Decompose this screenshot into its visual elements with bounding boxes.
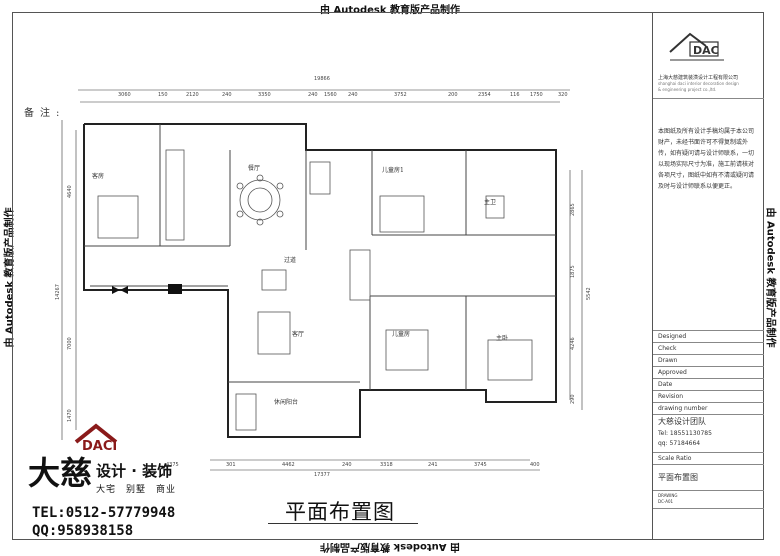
dim-left-1: 4640 [67,185,73,198]
logo-brand-text: 设计 · 装饰 [96,462,173,480]
dim-bottom-5: 3318 [380,462,393,468]
floor-plan: 客房 餐厅 儿童房1 主卫 过道 客厅 儿童房 主卧 休闲阳台 19866 30… [55,76,592,478]
dac-logo-icon: DAC [669,32,724,61]
dim-top-total: 19866 [314,76,330,82]
team-qq: qq: 57184664 [658,440,701,447]
dim-bottom-8: 400 [530,462,540,468]
dim-bottom-total: 17377 [314,472,330,478]
dim-top-8: 240 [348,92,358,98]
row-check: Check [658,345,677,352]
dim-top-4: 240 [222,92,232,98]
dim-top-7: 1560 [324,92,337,98]
row-date: Date [658,381,673,388]
tb-footer-label: DRAWING [658,493,678,498]
logo-qq: QQ:958938158 [32,523,134,539]
room-living: 客厅 [292,330,304,338]
dim-left-4: 1470 [67,409,73,422]
dim-top-6: 240 [308,92,318,98]
dim-right-4: 4246 [570,337,576,350]
watermark-top: 由 Autodesk 教育版产品制作 [319,5,460,16]
room-guest: 客房 [92,172,104,180]
notes-text: 本图纸及所有设计手稿均属于本公司财产，未经书面许可不得复制或外传，如有疑问请与设… [658,128,755,190]
notes-title: 备注: [24,108,66,119]
dim-top-2: 150 [158,92,168,98]
row-revision: Revision [658,393,684,400]
scale-label: Scale Ratio [658,455,692,462]
dim-bottom-2: 301 [226,462,236,468]
watermark-right: 由 Autodesk 教育版产品制作 [764,207,776,348]
plan-title: 平面布置图 [285,500,395,524]
dim-top-14: 320 [558,92,568,98]
dac-text: DAC [693,44,719,57]
row-designed: Designed [658,333,687,340]
logo-tel: TEL:0512-57779948 [32,505,176,521]
dim-top-5: 3350 [258,92,271,98]
row-drawing-number: drawing number [658,405,708,412]
dim-top-1: 3060 [118,92,131,98]
company-en-1: shanghai daci interior decoration design [658,81,739,86]
dim-left-3: 7000 [67,337,73,350]
room-child1: 儿童房1 [382,166,404,174]
company-en-2: & engineering project co.,ltd. [658,87,717,92]
room-corridor: 过道 [284,256,296,264]
dim-top-9: 3752 [394,92,407,98]
tb-drawing-title: 平面布置图 [658,473,698,482]
daci-logo-text: DACI [82,439,117,452]
dim-bottom-1: 4375 [166,462,179,468]
tb-footer-code: DC-A01 [658,499,674,504]
row-drawn: Drawn [658,357,678,364]
drawing-frame [12,12,764,540]
plan-title-underline [268,523,418,524]
team-tel: Tel: 18551130785 [658,430,712,437]
room-child2: 儿童房 [392,330,410,338]
row-approved: Approved [658,369,687,376]
dim-bottom-4: 240 [342,462,352,468]
dim-right-2: 1875 [570,265,576,278]
dim-right-5: 290 [570,394,576,404]
dim-right-3: 5542 [586,287,592,300]
dim-top-13: 1750 [530,92,543,98]
dim-right-1: 2865 [570,203,576,216]
dim-top-3: 2120 [186,92,199,98]
dim-left-2: 14267 [55,284,61,300]
dim-top-10: 200 [448,92,458,98]
room-balcony: 休闲阳台 [274,398,298,406]
logo-big-text: 大慈 [28,454,93,492]
dim-top-11: 2354 [478,92,491,98]
design-team: 大慈设计团队 [658,417,706,426]
room-bath: 主卫 [484,198,496,206]
logo-sub-text: 大宅 别墅 商业 [96,485,177,495]
dim-bottom-6: 241 [428,462,438,468]
room-master: 主卧 [496,334,508,342]
title-block: 上海大慈建筑装潢设计工程有限公司 shanghai daci interior … [652,12,764,540]
dim-bottom-7: 3745 [474,462,487,468]
company-cn: 上海大慈建筑装潢设计工程有限公司 [658,75,739,81]
dim-top-12: 116 [510,92,520,98]
daci-logo-icon: DACI [74,423,118,452]
room-dining: 餐厅 [248,164,260,172]
dim-bottom-3: 4462 [282,462,295,468]
